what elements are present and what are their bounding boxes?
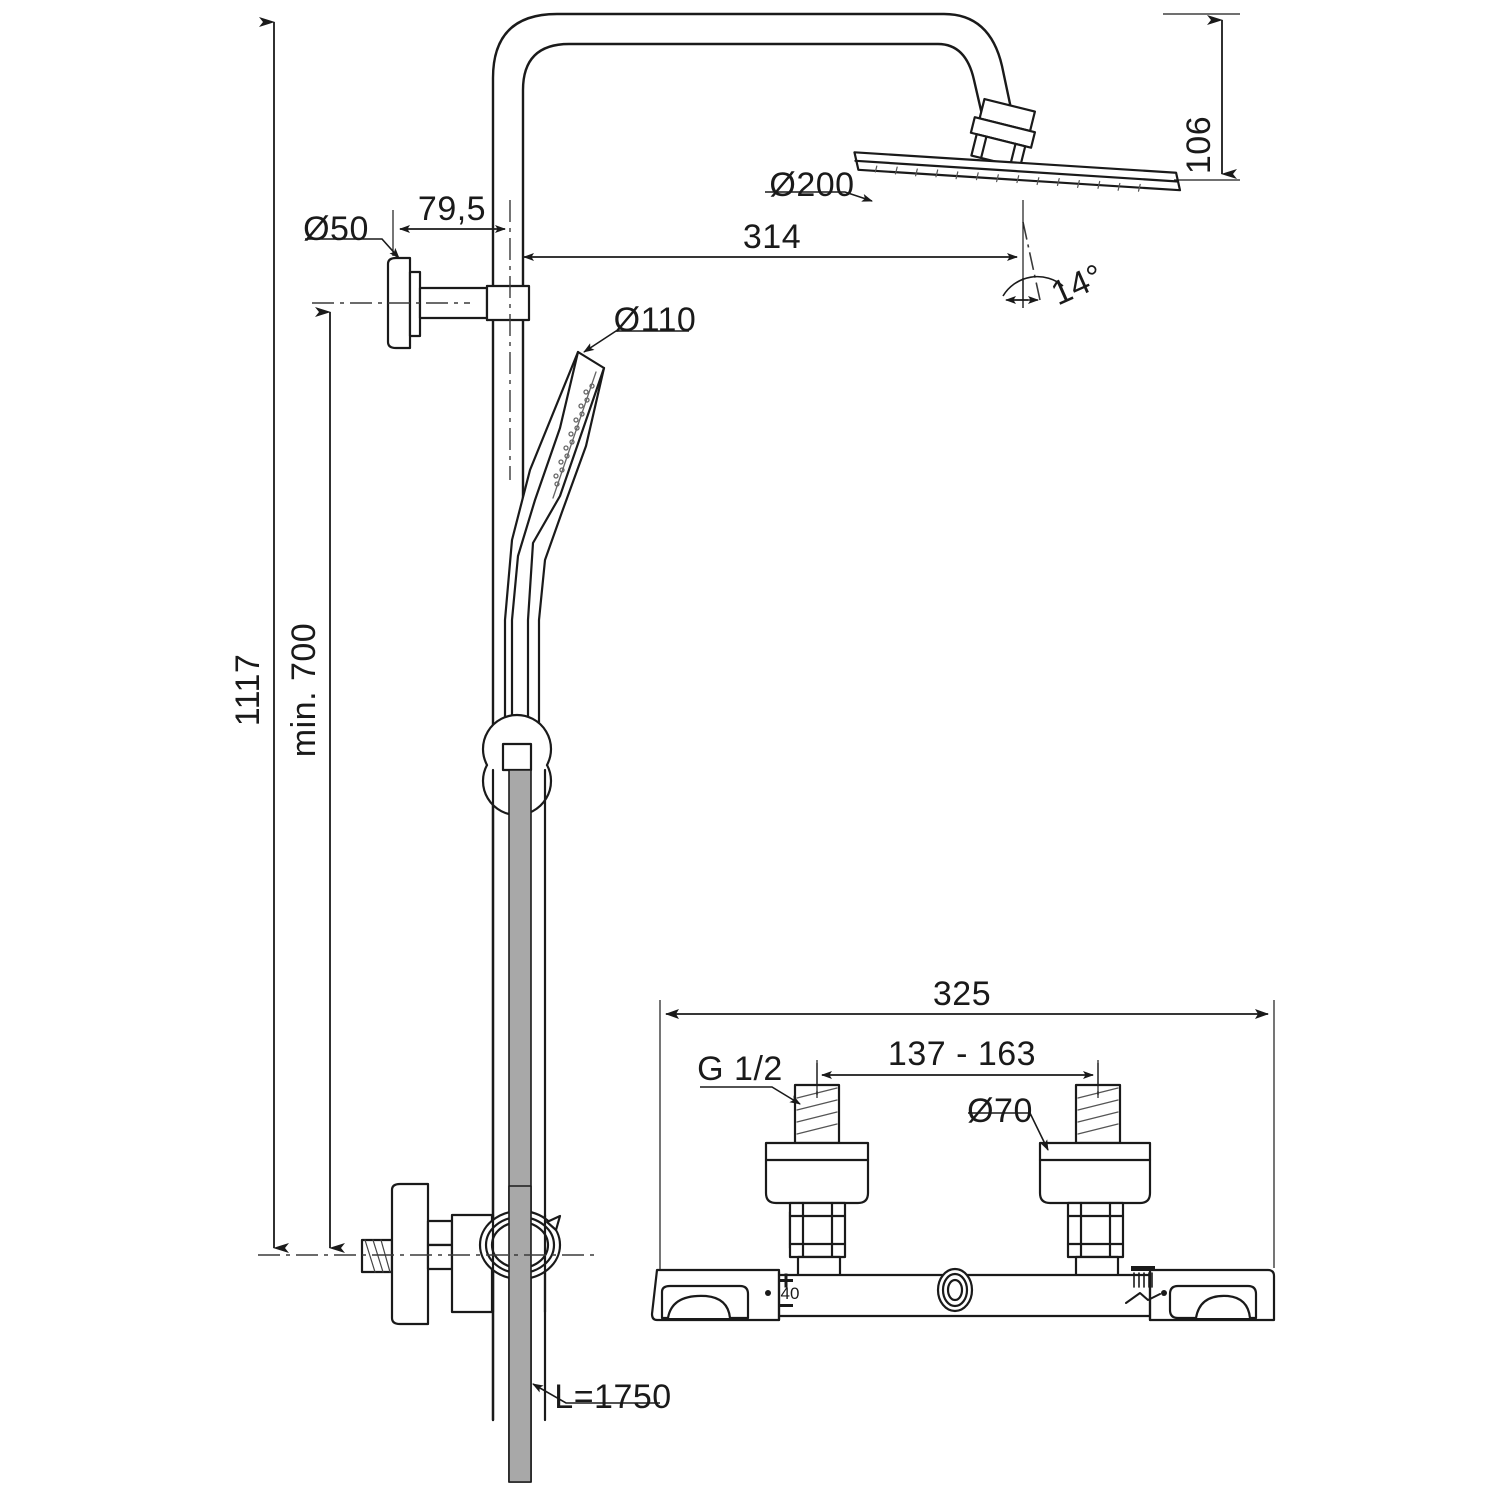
hand-shower-mode-icon <box>1125 1292 1161 1304</box>
label-137-163: 137 - 163 <box>888 1035 1036 1073</box>
dimension-labels: 106 Ø200 Ø50 79,5 314 14° Ø110 1117 min.… <box>229 116 1218 1416</box>
label-temperature-40: 40 <box>781 1284 800 1303</box>
thermostatic-mixer <box>650 1083 1276 1322</box>
leader-l1750 <box>532 1383 660 1404</box>
label-314: 314 <box>743 218 801 256</box>
rain-mode-icon <box>1131 1266 1155 1288</box>
label-d110: Ø110 <box>614 301 697 339</box>
label-325: 325 <box>933 975 991 1013</box>
flow-handle <box>1148 1268 1276 1322</box>
leader-lines <box>305 191 1049 1404</box>
dimarc-14deg <box>1002 275 1064 297</box>
temperature-handle <box>650 1268 781 1322</box>
label-1117: 1117 <box>229 654 267 727</box>
leader-d200 <box>765 191 873 202</box>
temperature-markings <box>765 1273 793 1307</box>
label-d70: Ø70 <box>967 1092 1033 1130</box>
shower-arm <box>491 12 1015 1422</box>
label-g12: G 1/2 <box>697 1050 783 1088</box>
label-14deg: 14° <box>1046 257 1110 313</box>
leader-d70 <box>968 1112 1049 1151</box>
leader-d110 <box>583 330 689 353</box>
label-l1750: L=1750 <box>554 1378 671 1416</box>
label-106: 106 <box>1180 116 1218 174</box>
label-d50: Ø50 <box>303 210 369 248</box>
wall-bracket-lower <box>360 1182 562 1483</box>
leader-g12 <box>700 1086 801 1105</box>
head-axis-centerline <box>1022 221 1041 301</box>
label-d200: Ø200 <box>769 166 854 204</box>
extension-lines <box>392 13 1275 1270</box>
leader-d50 <box>305 238 400 259</box>
dimension-lines <box>259 15 1269 1253</box>
label-min-700: min. 700 <box>285 623 323 757</box>
inlet-right <box>1038 1083 1152 1310</box>
rain-shower-head <box>853 97 1182 192</box>
label-79-5: 79,5 <box>418 190 486 228</box>
diverter-button <box>936 1267 974 1313</box>
